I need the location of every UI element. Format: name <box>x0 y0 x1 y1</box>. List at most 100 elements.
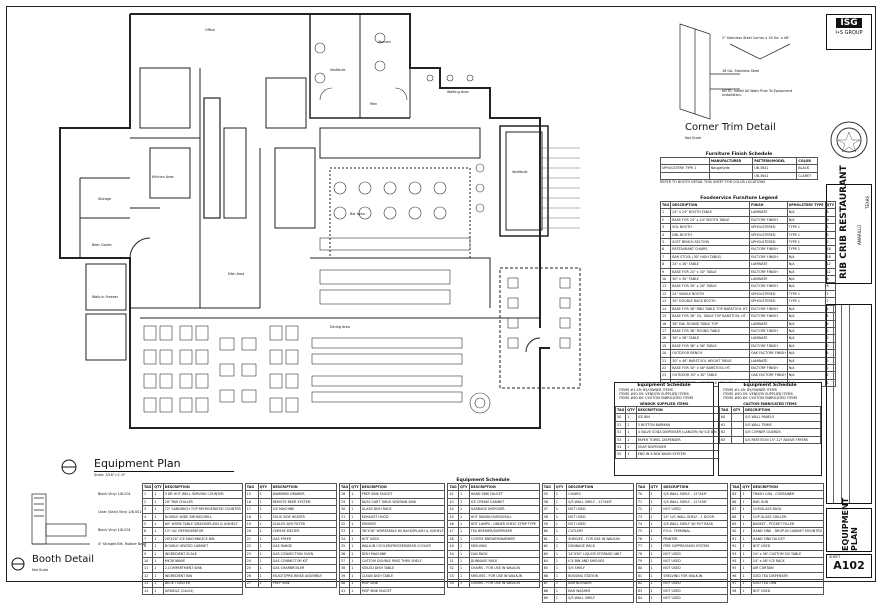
table-cell: N/A <box>786 356 826 365</box>
table-cell: 42 <box>447 490 459 499</box>
table-cell: 77 <box>635 542 650 551</box>
table-cell: 1 <box>648 564 663 573</box>
table-cell: 53 <box>614 435 627 445</box>
table-cell: 30" x 48" BARSTOOL HEIGHT TABLE <box>670 356 750 365</box>
table-cell: 1 <box>625 450 637 459</box>
table-cell: 1 <box>648 586 663 596</box>
table-cell: 16 <box>244 497 259 507</box>
table-cell: NOT USED <box>566 505 634 514</box>
column-header: DESCRIPTION <box>750 482 825 492</box>
table-cell: 30 <box>338 505 351 514</box>
table-cell: 7 <box>141 534 154 544</box>
table-cell: 16 <box>824 252 837 262</box>
table-cell: CHAIRS <box>566 490 634 499</box>
table-cell: TYPE 1 <box>786 289 826 299</box>
table-cell: LAMINATE <box>748 334 788 343</box>
table-cell: 66 <box>541 571 555 581</box>
table-cell: N/A <box>786 363 826 373</box>
corner-note: 18 GA. Stainless Steel <box>722 69 760 73</box>
table-cell: 89 <box>730 520 742 529</box>
table-cell: 50 <box>447 549 459 559</box>
table-cell: 1 <box>553 579 568 588</box>
table-cell: 4 <box>824 349 837 358</box>
table-cell: NOT USED <box>661 549 729 559</box>
table-cell: 65 <box>541 564 555 573</box>
room-label: Kitchen Area <box>152 175 174 179</box>
table-cell: 1 <box>648 520 663 529</box>
table-cell: DOUBLE HEATED CABINET <box>162 542 243 551</box>
table-cell: 85 <box>730 490 742 499</box>
table-cell: SCALES W/O FILTER <box>270 520 338 529</box>
table-cell: 52 <box>447 564 459 573</box>
table-cell: 54 <box>447 579 459 588</box>
section-marker-icon <box>61 459 77 475</box>
table-cell: CUP/GLASS RACK <box>750 505 825 514</box>
table-cell: 1 <box>458 527 470 536</box>
room-label: Bar Area <box>350 212 365 216</box>
table-cell: UPHOLSTERED <box>748 230 788 240</box>
column-header: DESCRIPTION <box>743 405 821 415</box>
table-cell: GAS CHARBROILER <box>270 564 338 573</box>
table-cell: 1 <box>349 557 361 566</box>
table-cell: PAPER TOWEL DISPENSER <box>635 435 719 445</box>
table-cell: 36 <box>338 549 351 559</box>
table-cell: 1 <box>152 497 164 507</box>
table-cell: ICED TEA URN <box>750 579 825 588</box>
table-cell: 11 <box>141 564 154 573</box>
project-name-box: RIB CRIB RESTAURANT AMARILLO TEXAS <box>826 165 872 284</box>
column-header: DESCRIPTION <box>635 405 719 415</box>
table-cell: 1 <box>152 527 164 536</box>
table-cell: 1 <box>553 505 568 514</box>
column-header: TAG <box>244 482 259 492</box>
table-cell: 2 <box>824 356 837 365</box>
table-cell: HOT RANGE/OVEN/GRILL <box>468 512 540 522</box>
sheet-name: EQUIPMENT PLAN <box>841 497 859 551</box>
firm-name: I•S GROUP <box>835 30 863 36</box>
table-cell: N/A <box>786 282 826 291</box>
architect-seal <box>830 121 868 159</box>
table-cell: N/A <box>786 334 826 343</box>
table-cell: 5 <box>659 238 672 247</box>
table-cell: NOT USED <box>661 579 729 588</box>
table-cell: BASKET - POCKET FILLER <box>750 520 825 529</box>
table-cell: 1 <box>458 557 470 566</box>
table-cell: 1 <box>349 520 361 529</box>
column-header: DESCRIPTION <box>359 482 446 492</box>
table-cell: 1 <box>553 497 568 507</box>
table-cell: 15" U/C REFRIGERATOR <box>162 527 243 536</box>
table-cell: SHELVING FOR WALK-IN <box>661 571 729 581</box>
table-cell: 50 <box>614 413 627 422</box>
table-cell: 1 <box>740 542 752 551</box>
table-cell: 63 <box>719 435 732 445</box>
table-cell: LAMINATE <box>748 319 788 328</box>
table-cell: 15 <box>244 490 259 499</box>
table-cell: 14 <box>659 304 672 314</box>
plan-title: Equipment Plan <box>94 457 181 470</box>
table-cell: 1 <box>257 564 272 573</box>
column-header: DESCRIPTION <box>670 200 750 210</box>
table-cell: 41 <box>338 586 351 596</box>
table-cell: NOT USED <box>661 564 729 573</box>
table-cell: 72 <box>635 505 650 514</box>
table-cell: 20 <box>244 527 259 536</box>
